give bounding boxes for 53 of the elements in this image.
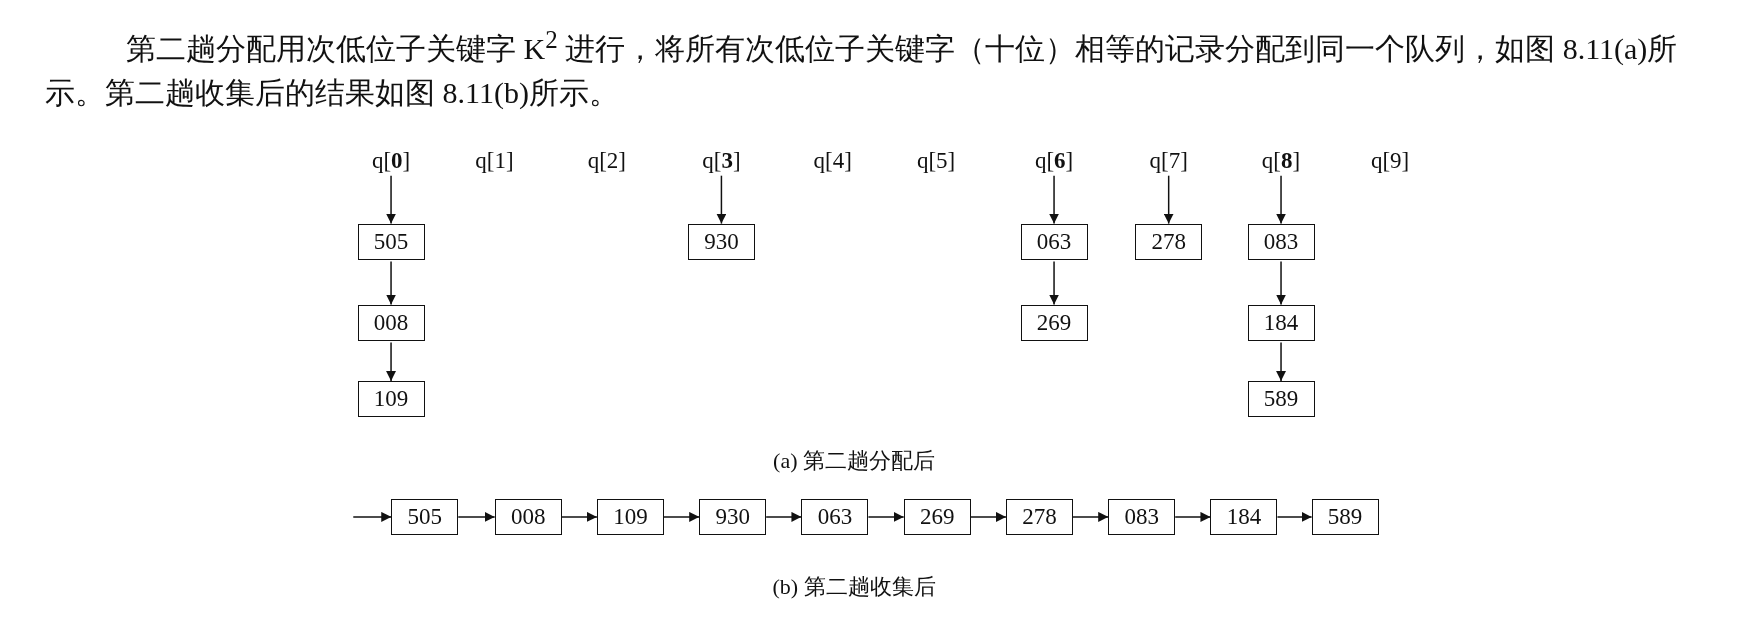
record-box: 505: [391, 498, 459, 535]
record-box: 269: [903, 498, 971, 535]
arrow: [663, 511, 700, 522]
arrow: [1049, 174, 1060, 225]
record-box: 930: [699, 498, 767, 535]
arrow: [386, 260, 397, 306]
arrow: [352, 511, 392, 522]
record-box: 063: [801, 498, 869, 535]
queue-label: q[2]: [587, 147, 626, 174]
arrow: [560, 511, 598, 522]
arrow: [1072, 511, 1109, 522]
queue-label: q[7]: [1149, 147, 1188, 174]
queue-label: q[9]: [1370, 147, 1410, 174]
arrow: [386, 174, 397, 225]
record-box: 083: [1108, 498, 1176, 535]
arrow: [386, 341, 397, 382]
arrow: [867, 511, 905, 522]
arrow: [1049, 260, 1060, 306]
record-box: 930: [687, 223, 755, 260]
arrow: [969, 511, 1007, 522]
arrow: [1276, 174, 1287, 225]
record-box: 589: [1311, 498, 1379, 535]
queue-label: q[0]: [371, 147, 411, 174]
arrow: [1276, 511, 1313, 522]
record-box: 109: [357, 380, 425, 417]
figure-caption: (b) 第二趟收集后: [772, 573, 936, 601]
queue-label: q[5]: [916, 147, 956, 174]
record-box: 008: [494, 498, 562, 535]
arrow: [1276, 260, 1287, 306]
paragraph: 第二趟分配用次低位子关键字 K$^{2}$ 进行，将所有次低位子关键字（十位）相等的记录分配到同一个队列，如图 8.11(a)所示。第二趟收集后的结果如图 8.11(b)所示。: [45, 25, 1679, 111]
record-box: 505: [357, 223, 425, 260]
record-box: 184: [1210, 498, 1278, 535]
figure-caption: (a) 第二趟分配后: [773, 447, 935, 475]
queue-label: q[1]: [475, 147, 514, 174]
queue-label: q[4]: [813, 147, 852, 174]
queue-label: q[3]: [702, 147, 741, 174]
record-box: 278: [1005, 498, 1073, 535]
record-box: 269: [1020, 304, 1088, 341]
record-box: 083: [1247, 223, 1315, 260]
record-box: 589: [1247, 380, 1315, 417]
record-box: 109: [596, 498, 664, 535]
queue-label: q[8]: [1261, 147, 1301, 174]
arrow: [765, 511, 803, 522]
arrow: [716, 174, 727, 225]
record-box: 278: [1135, 223, 1203, 260]
record-box: 184: [1247, 304, 1315, 341]
record-box: 008: [357, 304, 425, 341]
arrow: [457, 511, 496, 522]
arrow: [1163, 174, 1174, 225]
arrow: [1276, 341, 1287, 382]
queue-label: q[6]: [1034, 147, 1074, 174]
arrow: [1174, 511, 1212, 522]
record-box: 063: [1020, 223, 1088, 260]
